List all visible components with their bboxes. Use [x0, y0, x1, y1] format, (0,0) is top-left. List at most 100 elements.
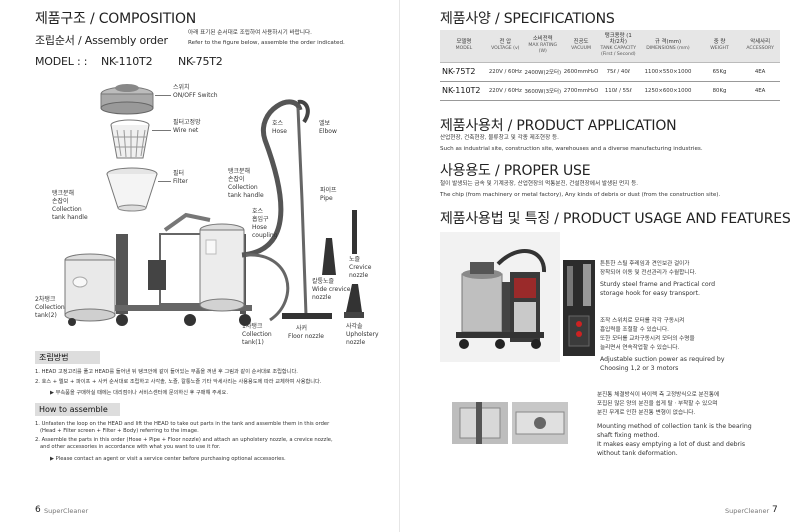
- page-number-left: 6: [35, 505, 41, 515]
- footer-brand-right: SuperCleaner: [725, 507, 770, 515]
- wide-nozzle-label-en-1: Wide crevice: [312, 286, 351, 293]
- upholstery-label-en-2: nozzle: [346, 339, 366, 346]
- filter-label-ko: 필터: [173, 170, 185, 177]
- feature-2-ko-4: 늘리면서 연속작업할 수 있습니다.: [600, 345, 680, 351]
- spec-cell: 2400W(2모터): [522, 62, 563, 82]
- spec-cell: 110ℓ / 55ℓ: [599, 81, 638, 101]
- hose-label-ko: 호스: [272, 120, 284, 127]
- assembly-order-title: 조립순서 / Assembly order: [35, 34, 168, 47]
- spec-cell: 2700mmH₂O: [562, 81, 600, 101]
- left-tank-handle-label-ko-2: 손잡이: [52, 198, 69, 205]
- spec-cell: 220V / 60Hz: [487, 81, 523, 101]
- method-en-step-2b: and other accessories in accordance with…: [40, 444, 221, 450]
- coupling-label-en-1: Hose: [252, 224, 267, 231]
- method-en-heading: How to assemble: [35, 403, 120, 416]
- spec-cell: 220V / 60Hz: [487, 62, 523, 82]
- method-ko-step-1: 1. HEAD 고정고리를 풀고 HEAD를 들어낸 뒤 탱크안에 같이 들어있…: [35, 369, 298, 375]
- switch-photo: [563, 308, 595, 356]
- spec-cell: 4EA: [740, 81, 780, 101]
- assembly-note-en: Refer to the figure below, assemble the …: [188, 40, 345, 46]
- tank1-label-en-1: Collection: [242, 331, 272, 338]
- left-tank-handle-label-ko: 탱크분해: [52, 190, 75, 197]
- coupling-label-ko: 호스: [252, 208, 264, 215]
- spec-header-tank: 탱크용량 (1차/2차)TANK CAPACITY (First / Secon…: [599, 30, 638, 63]
- spec-header-dimensions: 규 격(mm)DIMENSIONS (mm): [637, 30, 699, 63]
- method-ko-step-2: 2. 호스 + 엘보 + 파이프 + 사커 순서대로 조립하고 사각솔, 노즐,…: [35, 379, 322, 385]
- assembly-note-ko: 아래 표기된 순서대로 조립하여 사용하시기 바랍니다.: [188, 30, 312, 36]
- method-ko-heading: 조립방법: [35, 351, 100, 364]
- spec-cell: 65Kg: [698, 62, 741, 82]
- tank2-label-en-1: Collection: [35, 304, 65, 311]
- tank-photo-1: [452, 402, 508, 444]
- upholstery-label-en-1: Upholstery: [346, 331, 379, 338]
- hose-illustration: [241, 99, 303, 258]
- table-row: NK-110T2 220V / 60Hz 3600W(3모터) 2700mmH₂…: [440, 81, 780, 101]
- tank-handle-label-ko-2: 손잡이: [228, 176, 245, 183]
- wire-net-label-en: Wire net: [173, 127, 199, 134]
- page-gutter: [399, 0, 400, 532]
- crevice-label-en-1: Crevice: [349, 264, 372, 271]
- collection-tank-photo-icon: [459, 402, 501, 444]
- footer-brand-left: SuperCleaner: [44, 507, 89, 515]
- feature-3-en-4: without tank deformation.: [597, 450, 678, 457]
- application-en: Such as industrial site, construction si…: [440, 146, 703, 152]
- left-tank-handle-label-en-2: tank handle: [52, 214, 88, 221]
- floor-nozzle-label-ko: 사커: [296, 325, 308, 332]
- proper-use-title: 사용용도 / PROPER USE: [440, 163, 591, 179]
- pipe-label-ko: 파이프: [320, 187, 337, 194]
- feature-1-en-2: storage hook for easy transport.: [600, 290, 700, 297]
- tank-handle-label-en-2: tank handle: [228, 192, 264, 199]
- feature-1-en-1: Sturdy steel frame and Practical cord: [600, 281, 716, 288]
- switch-panel-icon: [568, 315, 590, 347]
- feature-3-ko-3: 분진 무게로 인한 분진통 변형이 없습니다.: [597, 410, 696, 416]
- filter-label-en: Filter: [173, 178, 188, 185]
- wire-net-label-ko: 필터고정망: [173, 119, 201, 126]
- proper-use-en: The chip (from machinery or metal factor…: [440, 192, 721, 198]
- switch-label-en: ON/OFF Switch: [173, 92, 218, 99]
- spec-cell: 1250×600×1000: [637, 81, 699, 101]
- left-page: 제품구조 / COMPOSITION 조립순서 / Assembly order…: [35, 11, 379, 515]
- feature-2-ko-3: 또한 모터를 교차구동시켜 모터의 수명을: [600, 336, 695, 342]
- feature-2-en-2: Choosing 1,2 or 3 motors: [600, 365, 679, 372]
- left-tank-handle-label-en-1: Collection: [52, 206, 82, 213]
- application-ko: 산업현장, 건축현장, 물류창고 및 각종 제조현장 등.: [440, 135, 559, 141]
- filter-leader: [158, 181, 171, 182]
- model-label: MODEL : :: [35, 55, 88, 68]
- wide-nozzle-label-ko: 칼퉁노즐: [312, 278, 335, 285]
- pipe-illustration: [296, 107, 308, 316]
- feature-1-ko-2: 장착되어 이동 및 전선관리가 수월합니다.: [600, 270, 697, 276]
- upholstery-label-ko: 사각솔: [346, 323, 363, 330]
- feature-3-ko-2: 포집된 많은 양의 분진을 쉽게 탈ㆍ부착할 수 있으며: [597, 401, 718, 407]
- model-name-1: NK-110T2: [101, 55, 153, 68]
- product-cleaner-illustration: [456, 249, 547, 349]
- upholstery-nozzle-illustration: [346, 284, 362, 312]
- tank-handle-label-ko: 탱크분해: [228, 168, 251, 175]
- tank-handle-label-en-1: Collection: [228, 184, 258, 191]
- elbow-label-ko: 엘보: [319, 120, 331, 127]
- spec-cell: 2600mmH₂O: [562, 62, 600, 82]
- product-photo: [440, 232, 560, 362]
- feature-2-en-1: Adjustable suction power as required by: [600, 356, 725, 363]
- method-en-step-1b: (Head + Filter screen + Filter + Body) r…: [40, 428, 199, 434]
- tank-photo-2: [512, 402, 568, 444]
- frame-photo: [563, 260, 595, 308]
- tank1-label-en-2: tank(1): [242, 339, 264, 346]
- feature-1-ko-1: 튼튼한 스틸 후레임과 견인보관 걸이가: [600, 261, 690, 267]
- spec-cell: 1100×550×1000: [637, 62, 699, 82]
- spec-cell: NK-110T2: [440, 81, 488, 101]
- composition-title: 제품구조 / COMPOSITION: [35, 11, 197, 27]
- crevice-nozzle-illustration: [352, 210, 357, 254]
- crevice-label-ko: 노즐: [349, 256, 361, 263]
- feature-2-ko-2: 흡입력을 조절할 수 있습니다.: [600, 327, 669, 333]
- feature-3-ko-1: 분진통 체결방식이 바이렉 측 고정방식으로 분진통에: [597, 392, 720, 398]
- method-en-note: ▶ Please contact an agent or visit a ser…: [50, 456, 286, 462]
- coupling-label-en-2: coupling: [252, 232, 278, 239]
- collection-tank-2-illustration: [64, 253, 116, 326]
- proper-use-ko: 철이 발생되는 금속 및 기계공장, 산업현장의 먹통분진, 건설현장에서 발생…: [440, 181, 639, 187]
- method-ko-note: ▶ 부속품을 구매하실 때에는 대리점이나 서비스센터에 문의하신 후 구매해 …: [50, 390, 228, 396]
